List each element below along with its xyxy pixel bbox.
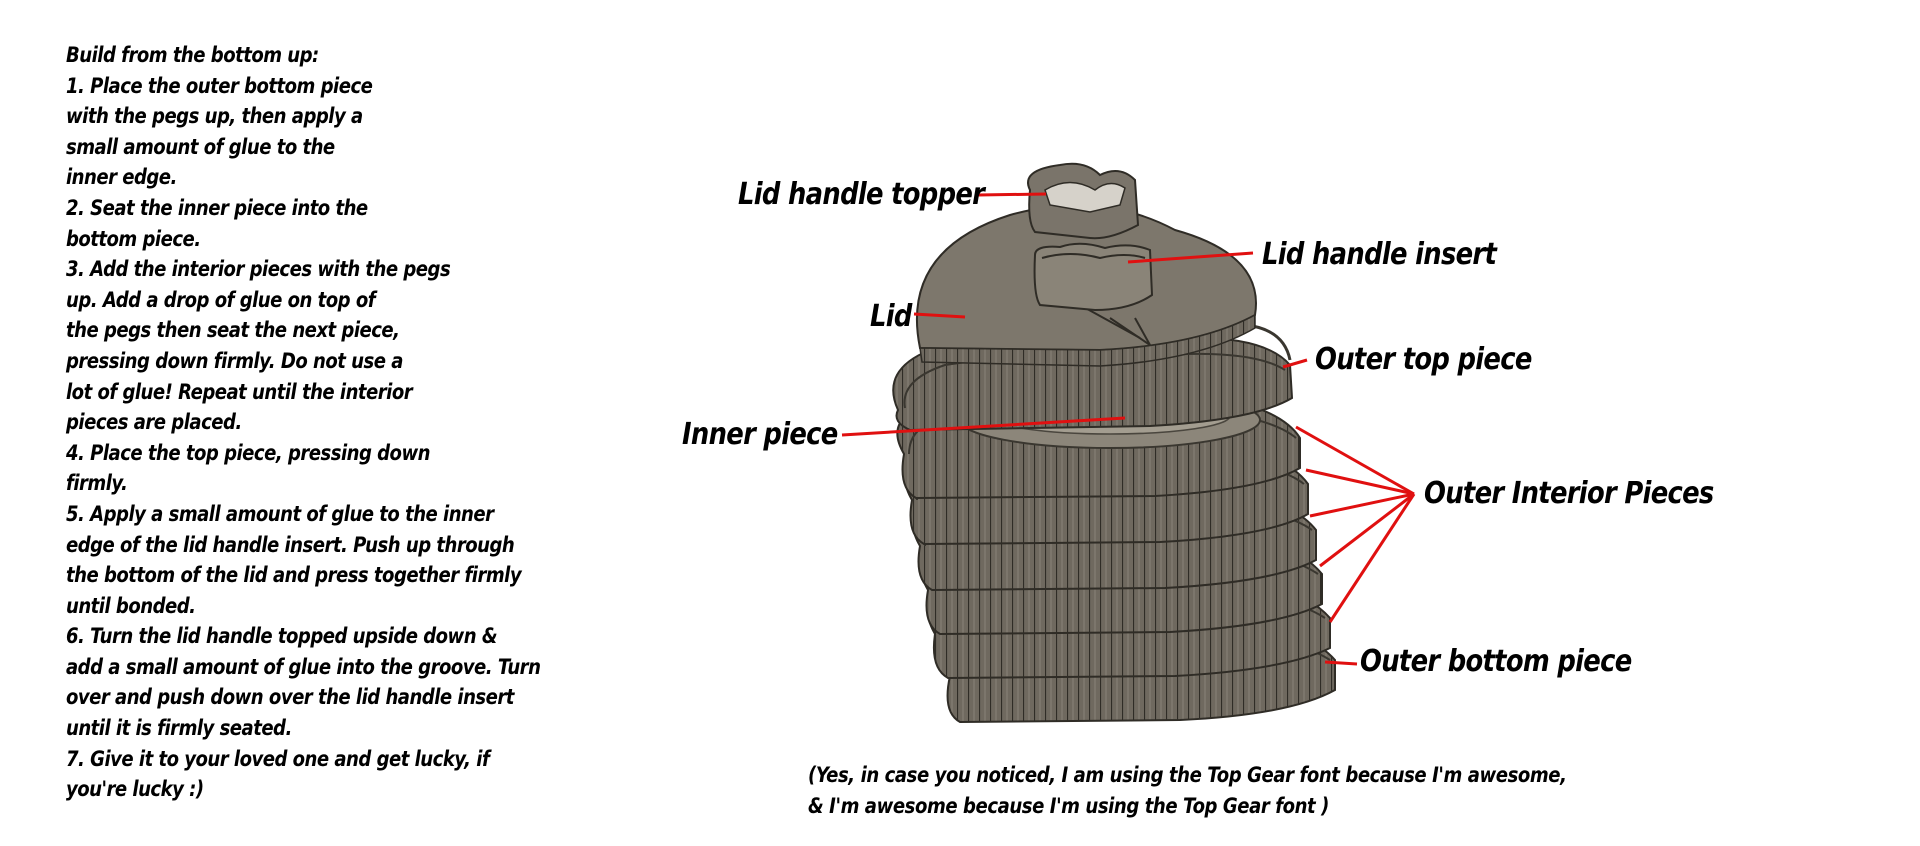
caption-line: (Yes, in case you noticed, I am using th… bbox=[808, 763, 1567, 787]
instruction-line: 4. Place the top piece, pressing down bbox=[66, 440, 430, 465]
label-outer-bottom-piece: Outer bottom piece bbox=[1360, 644, 1632, 679]
leader-line-lid-handle-topper bbox=[977, 192, 1047, 197]
instruction-line: up. Add a drop of glue on top of bbox=[66, 287, 376, 312]
caption: (Yes, in case you noticed, I am using th… bbox=[808, 760, 1567, 822]
leader-line-outer-interior-5 bbox=[1328, 493, 1416, 623]
instruction-line: add a small amount of glue into the groo… bbox=[66, 654, 541, 679]
assembly-instructions: Build from the bottom up: 1. Place the o… bbox=[66, 40, 586, 805]
lid-handle-topper-model bbox=[1027, 162, 1140, 240]
instruction-line: pressing down firmly. Do not use a bbox=[66, 348, 403, 373]
instruction-line: the pegs then seat the next piece, bbox=[66, 318, 400, 343]
instruction-line: you're lucky :) bbox=[66, 777, 204, 802]
label-outer-top-piece: Outer top piece bbox=[1315, 342, 1532, 377]
instruction-line: edge of the lid handle insert. Push up t… bbox=[66, 532, 515, 557]
instruction-line: bottom piece. bbox=[66, 226, 201, 251]
instruction-line: lot of glue! Repeat until the interior bbox=[66, 379, 413, 404]
leader-lines bbox=[841, 192, 1416, 666]
label-inner-piece: Inner piece bbox=[682, 417, 838, 452]
instruction-line: pieces are placed. bbox=[66, 410, 242, 435]
instruction-line: 1. Place the outer bottom piece bbox=[66, 73, 373, 98]
leader-line-lid bbox=[913, 312, 966, 319]
label-lid-handle-topper: Lid handle topper bbox=[738, 177, 985, 212]
label-lid-handle-insert: Lid handle insert bbox=[1262, 237, 1497, 272]
instruction-line: the bottom of the lid and press together… bbox=[66, 563, 522, 588]
instruction-line: 7. Give it to your loved one and get luc… bbox=[66, 746, 490, 771]
instruction-line: 5. Apply a small amount of glue to the i… bbox=[66, 501, 494, 526]
instruction-line: with the pegs up, then apply a bbox=[66, 104, 363, 129]
instruction-line: 6. Turn the lid handle topped upside dow… bbox=[66, 624, 498, 649]
leader-line-outer-interior-3 bbox=[1309, 492, 1415, 518]
leader-line-outer-bottom-piece bbox=[1324, 660, 1358, 666]
leader-line-outer-interior-2 bbox=[1305, 468, 1415, 496]
instruction-line: Build from the bottom up: bbox=[66, 43, 319, 67]
instruction-line: until bonded. bbox=[66, 593, 196, 618]
leader-line-lid-handle-insert bbox=[1127, 251, 1254, 264]
caption-line: & I'm awesome because I'm using the Top … bbox=[808, 794, 1329, 818]
leader-line-outer-interior-4 bbox=[1319, 492, 1415, 568]
label-lid: Lid bbox=[870, 299, 912, 334]
instruction-line: firmly. bbox=[66, 471, 128, 496]
label-outer-interior-pieces: Outer Interior Pieces bbox=[1424, 476, 1714, 511]
instruction-line: until it is firmly seated. bbox=[66, 716, 292, 741]
instruction-line: over and push down over the lid handle i… bbox=[66, 685, 514, 710]
instruction-line: small amount of glue to the bbox=[66, 134, 335, 159]
leader-line-outer-interior-1 bbox=[1295, 425, 1415, 496]
instruction-line: 2. Seat the inner piece into the bbox=[66, 195, 368, 220]
heart-box-model bbox=[892, 162, 1336, 724]
leader-line-inner-piece bbox=[841, 416, 1126, 437]
leader-line-outer-top-piece bbox=[1282, 358, 1308, 369]
instruction-line: 3. Add the interior pieces with the pegs bbox=[66, 257, 451, 282]
instruction-line: inner edge. bbox=[66, 165, 177, 190]
